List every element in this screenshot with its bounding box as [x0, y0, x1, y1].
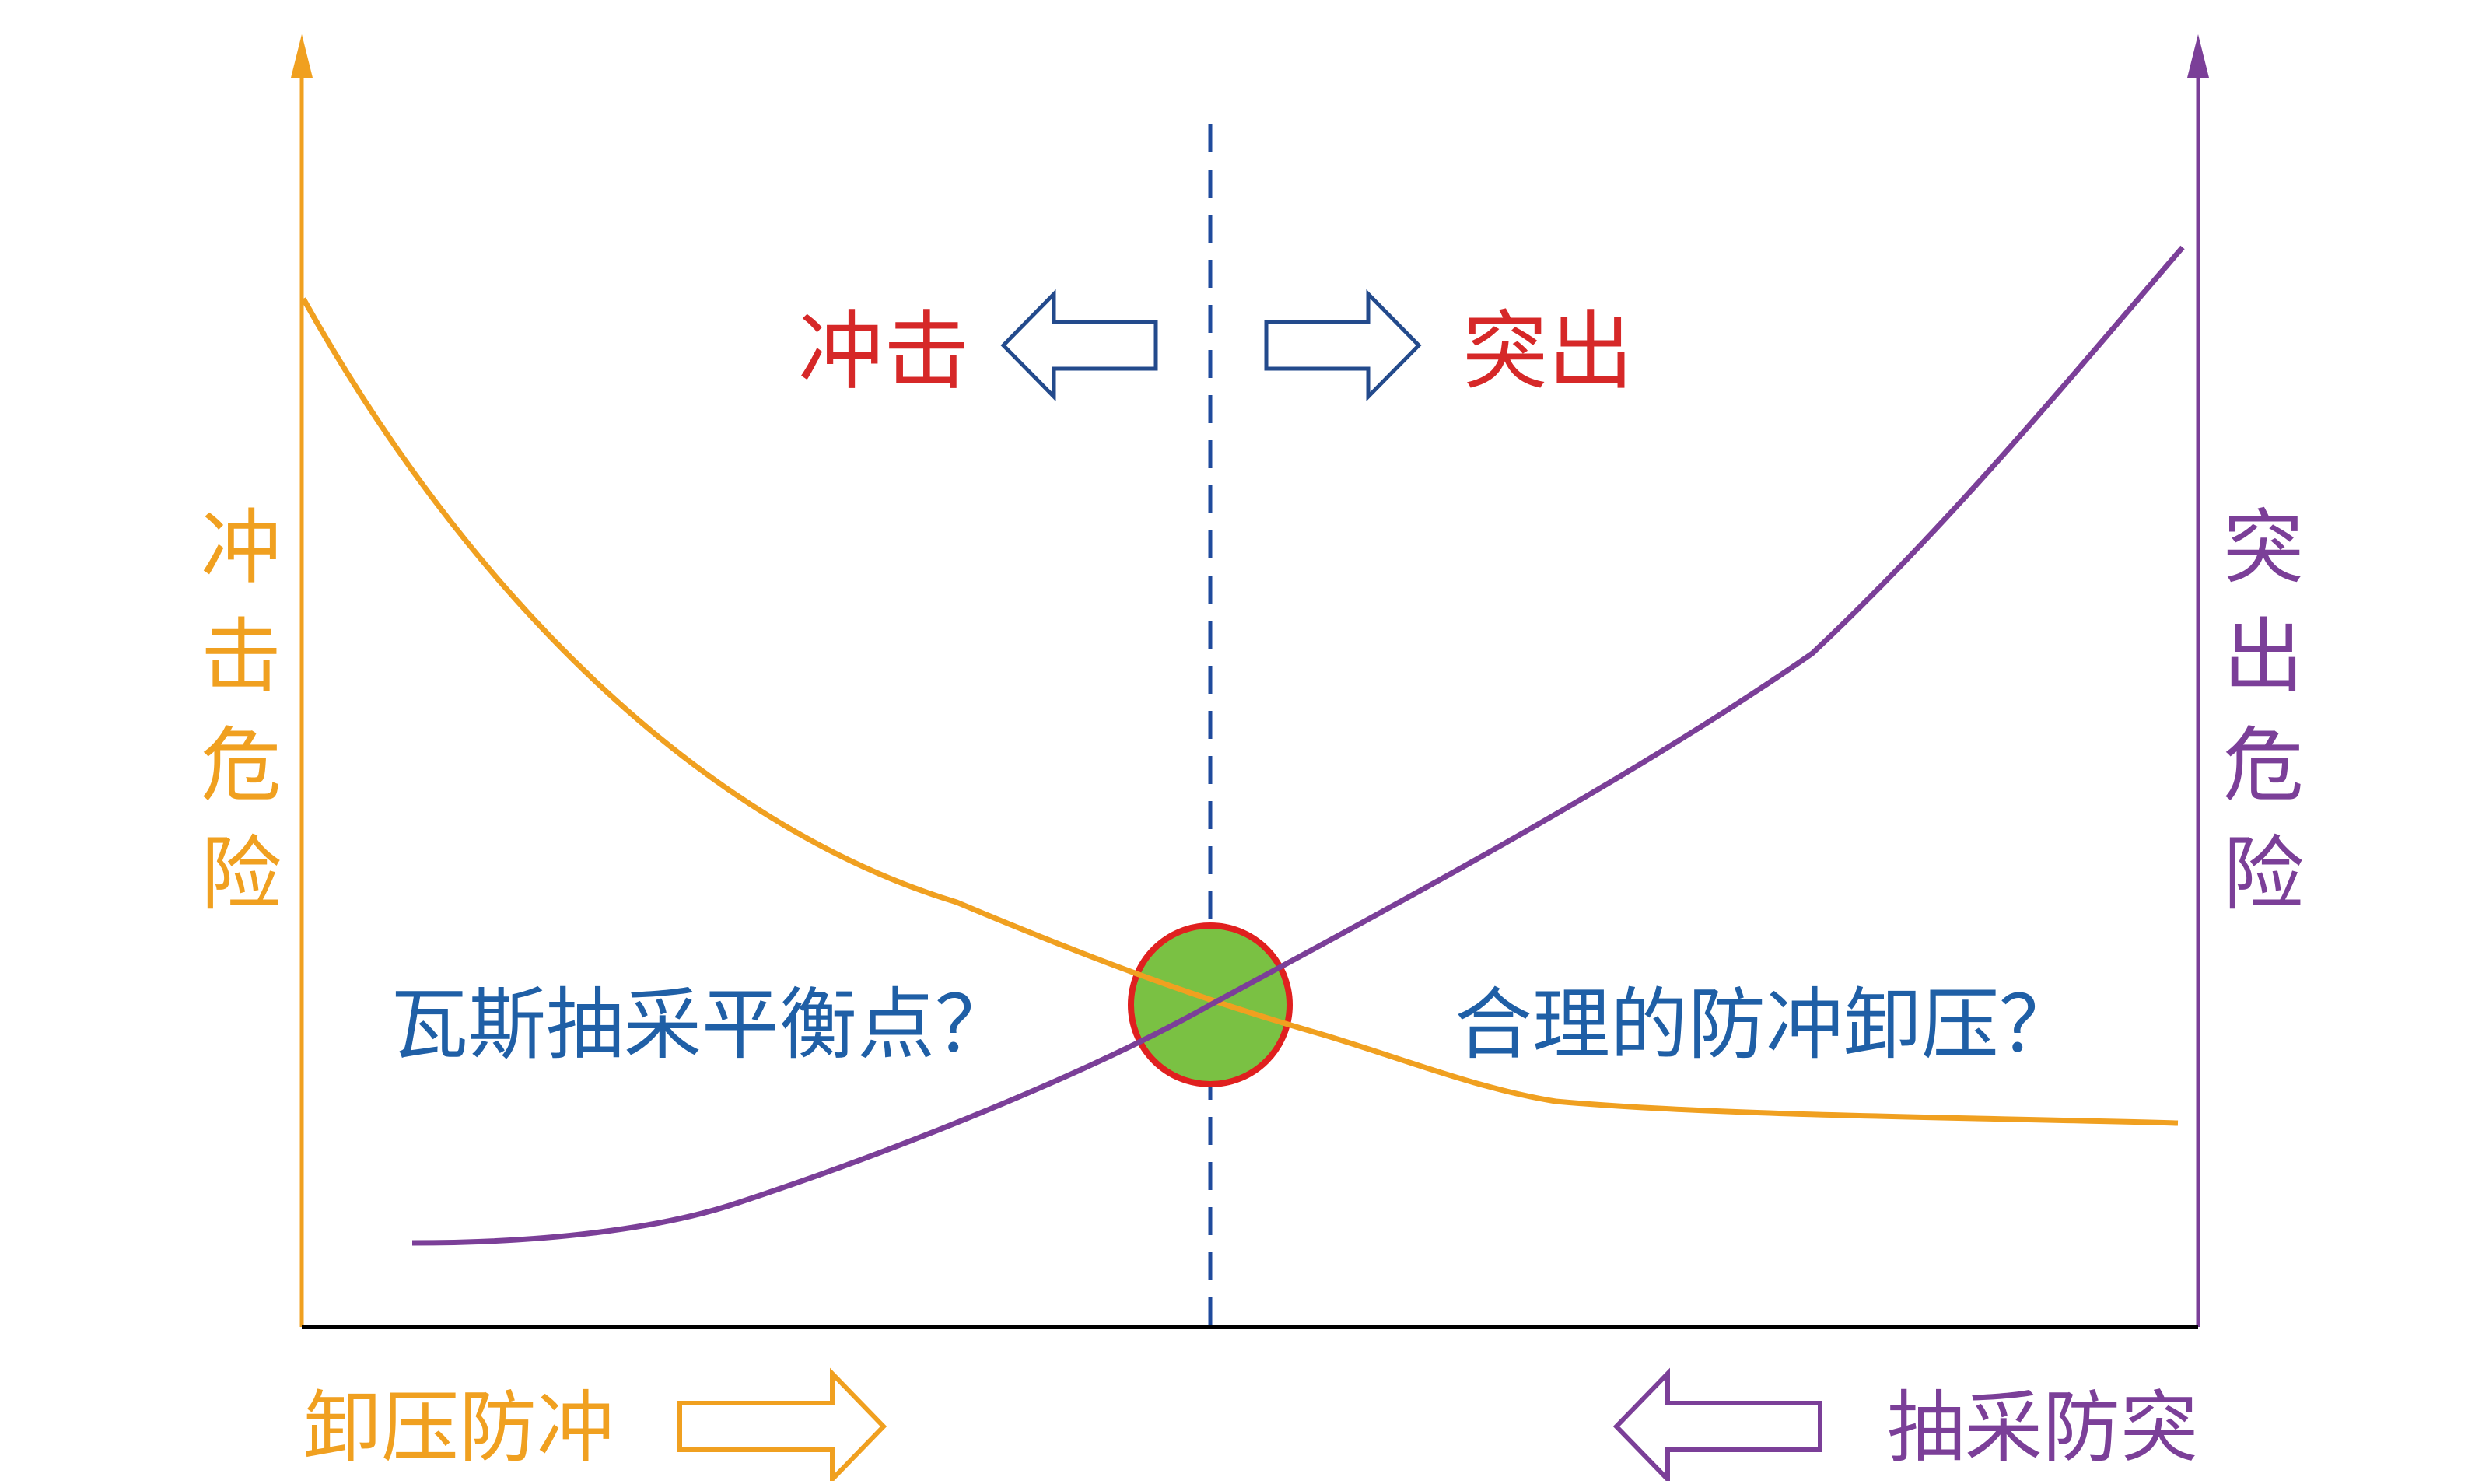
hollow-left-arrow-icon — [1000, 289, 1158, 402]
right-axis-label-char-3: 危 — [2223, 718, 2304, 813]
outburst-risk-curve — [411, 245, 2185, 1246]
bottom-label-drainage: 抽采防突 — [1887, 1382, 2198, 1473]
right-axis-label-char-2: 出 — [2223, 609, 2304, 704]
balance-label-gas-drainage: 瓦斯抽采平衡点？ — [390, 979, 1013, 1070]
bottom-hollow-right-arrow-icon — [677, 1367, 887, 1484]
balance-label-pressure-relief: 合理的防冲卸压？ — [1455, 979, 2077, 1070]
left-axis-arrowhead-icon — [291, 34, 313, 78]
hollow-right-arrow-icon — [1264, 289, 1422, 402]
right-axis-arrowhead-icon — [2187, 34, 2209, 78]
direction-label-outburst: 突出 — [1462, 302, 1633, 401]
left-axis-label-char-4: 险 — [201, 827, 282, 922]
left-axis-label-char-1: 冲 — [201, 500, 282, 595]
left-axis-label-char-3: 危 — [201, 718, 282, 813]
right-axis-label-char-1: 突 — [2223, 500, 2304, 595]
left-axis-label-char-2: 击 — [201, 609, 282, 704]
bottom-hollow-left-arrow-icon — [1612, 1367, 1822, 1484]
right-axis-label-char-4: 险 — [2223, 827, 2304, 922]
direction-label-impact: 冲击 — [798, 302, 969, 401]
bottom-label-relief: 卸压防冲 — [303, 1382, 614, 1473]
right-axis-label: 突 出 危 险 — [2223, 500, 2304, 922]
impact-risk-curve — [300, 297, 2179, 1126]
left-axis-label: 冲 击 危 险 — [201, 500, 282, 922]
